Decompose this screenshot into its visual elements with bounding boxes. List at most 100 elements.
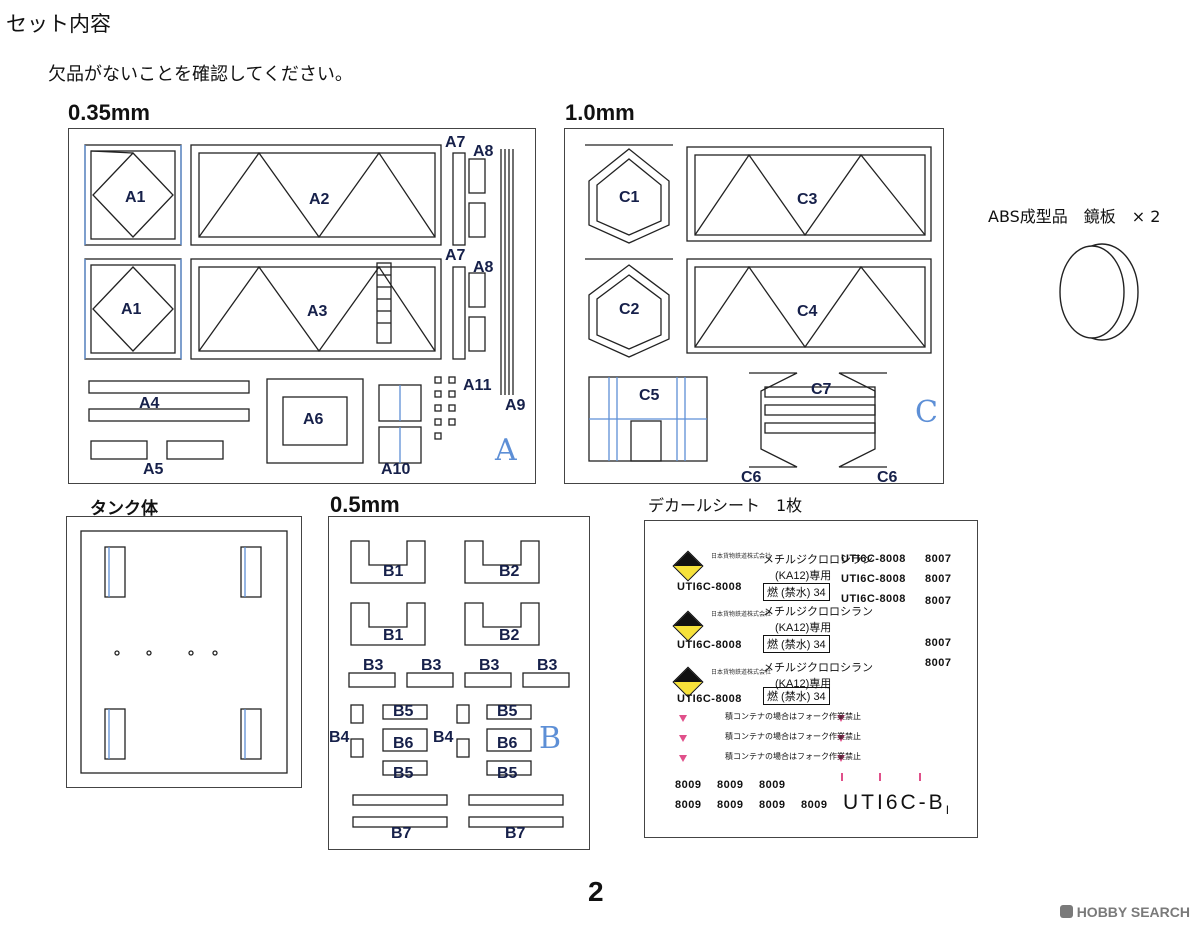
sheet-b-thickness: 0.5mm — [330, 492, 400, 517]
page-subtitle: 欠品がないことを確認してください。 — [48, 64, 353, 85]
part-label: A2 — [309, 191, 330, 208]
part-label: C6 — [877, 469, 898, 486]
sheet-b: B1 B2 B1 B2 B3 B3 B3 B3 B5 B5 B4 B6 B4 B… — [328, 516, 590, 850]
part-label: A7 — [445, 134, 466, 151]
red-mark — [879, 773, 881, 781]
page-title: セット内容 — [6, 12, 111, 36]
part-label: B1 — [383, 627, 404, 644]
sheet-b-drawing — [348, 540, 570, 828]
decal-hazard-code: 燃 (禁水) 34 — [763, 635, 830, 653]
sheet-a-letter: A — [495, 433, 517, 468]
decal-code: UTI6C-8008 — [677, 581, 742, 593]
part-label: B5 — [393, 703, 414, 720]
part-label: A8 — [473, 143, 494, 160]
decal-code: UTI6C-8008 — [841, 553, 906, 565]
part-label: A8 — [473, 259, 494, 276]
part-label: B5 — [393, 765, 414, 782]
part-label: C7 — [811, 381, 832, 398]
part-label: C1 — [619, 189, 640, 206]
part-label: B5 — [497, 765, 518, 782]
decal-number: 8007 — [925, 657, 952, 669]
warning-triangle-icon — [679, 715, 687, 722]
part-label: B3 — [363, 657, 384, 674]
decal-code: UTI6C-8008 — [841, 593, 906, 605]
decal-chem-name: (KA12)専用 — [775, 570, 832, 582]
part-label: A5 — [143, 461, 164, 478]
part-label: A3 — [307, 303, 328, 320]
part-label: C6 — [741, 469, 762, 486]
decal-number: 8009 — [675, 799, 702, 811]
abs-parts-label: ABS成型品 鏡板 × 2 — [988, 207, 1161, 226]
decal-number: 8009 — [675, 779, 702, 791]
sheet-c-letter: C — [915, 395, 938, 430]
part-label: B4 — [433, 729, 454, 746]
hazard-diamond-icon — [672, 610, 704, 642]
decal-chem-name: (KA12)専用 — [775, 622, 832, 634]
decal-tiny-text: 日本貨物鉄道株式会社 — [711, 612, 772, 618]
warning-triangle-icon — [837, 715, 845, 722]
part-label: A11 — [463, 377, 492, 394]
part-label: A10 — [381, 461, 411, 478]
sheet-a-thickness: 0.35mm — [68, 100, 150, 125]
watermark: HOBBY SEARCH — [1059, 904, 1190, 920]
part-label: B3 — [421, 657, 442, 674]
decal-chem-name: メチルジクロロシラン — [763, 662, 873, 674]
decal-number: 8007 — [925, 573, 952, 585]
sheet-b-letter: B — [539, 721, 562, 756]
decal-number: 8007 — [925, 637, 952, 649]
decal-number: 8009 — [717, 779, 744, 791]
sheet-a-drawing — [84, 144, 514, 464]
hazard-diamond-icon — [672, 550, 704, 582]
warning-triangle-icon — [837, 755, 845, 762]
warning-triangle-icon — [679, 755, 687, 762]
decal-hazard-code: 燃 (禁水) 34 — [763, 687, 830, 705]
part-label: C4 — [797, 303, 818, 320]
decal-code: UTI6C-8008 — [677, 639, 742, 651]
warning-triangle-icon — [679, 735, 687, 742]
decal-fork-warning: 積コンテナの場合はフォーク作業禁止 — [725, 712, 861, 721]
sheet-c: C1 C3 C2 C4 C5 C7 C6 C6 C — [564, 128, 944, 486]
decal-tiny-text: 日本貨物鉄道株式会社 — [711, 554, 772, 560]
decal-code: UTI6C-8008 — [677, 693, 742, 705]
decal-number: 8007 — [925, 595, 952, 607]
decal-fork-warning: 積コンテナの場合はフォーク作業禁止 — [725, 732, 861, 741]
sheet-a: A1 A2 A1 A3 A7 A8 A7 A8 A4 A6 A11 A9 A5 … — [68, 128, 536, 484]
part-label: A9 — [505, 397, 526, 414]
tank-sheet-drawing — [80, 530, 288, 774]
part-label: B6 — [393, 735, 414, 752]
decal-number: 8007 — [925, 553, 952, 565]
part-label: B6 — [497, 735, 518, 752]
decal-fork-warning: 積コンテナの場合はフォーク作業禁止 — [725, 752, 861, 761]
part-label: A7 — [445, 247, 466, 264]
part-label: B3 — [537, 657, 558, 674]
decal-big-code: UTI6C-BI — [843, 791, 953, 818]
part-label: A6 — [303, 411, 324, 428]
part-label: B2 — [499, 563, 520, 580]
warning-triangle-icon — [837, 735, 845, 742]
sheet-c-drawing — [585, 144, 932, 468]
decal-code: UTI6C-8008 — [841, 573, 906, 585]
decal-sheet-label: デカールシート 1枚 — [648, 496, 803, 515]
part-label: B4 — [329, 729, 350, 746]
tank-sheet-label: タンク体 — [90, 499, 158, 519]
page-number: 2 — [588, 876, 604, 907]
red-mark — [841, 773, 843, 781]
decal-number: 8009 — [759, 779, 786, 791]
decal-number: 8009 — [801, 799, 828, 811]
part-label: B3 — [479, 657, 500, 674]
decal-sheet: 日本貨物鉄道株式会社 日本貨物鉄道株式会社 日本貨物鉄道株式会社 UTI6C-8… — [644, 520, 978, 838]
part-label: C5 — [639, 387, 660, 404]
decal-tiny-text: 日本貨物鉄道株式会社 — [711, 670, 772, 676]
part-label: B2 — [499, 627, 520, 644]
part-label: B5 — [497, 703, 518, 720]
red-mark — [919, 773, 921, 781]
end-plate-drawing — [1059, 243, 1139, 341]
part-label: A1 — [125, 189, 146, 206]
part-label: C2 — [619, 301, 640, 318]
watermark-logo-icon — [1059, 905, 1073, 918]
part-label: A1 — [121, 301, 142, 318]
decal-chem-name: メチルジクロロシラン — [763, 554, 873, 566]
decal-number: 8009 — [717, 799, 744, 811]
decal-number: 8009 — [759, 799, 786, 811]
tank-sheet — [66, 516, 302, 788]
